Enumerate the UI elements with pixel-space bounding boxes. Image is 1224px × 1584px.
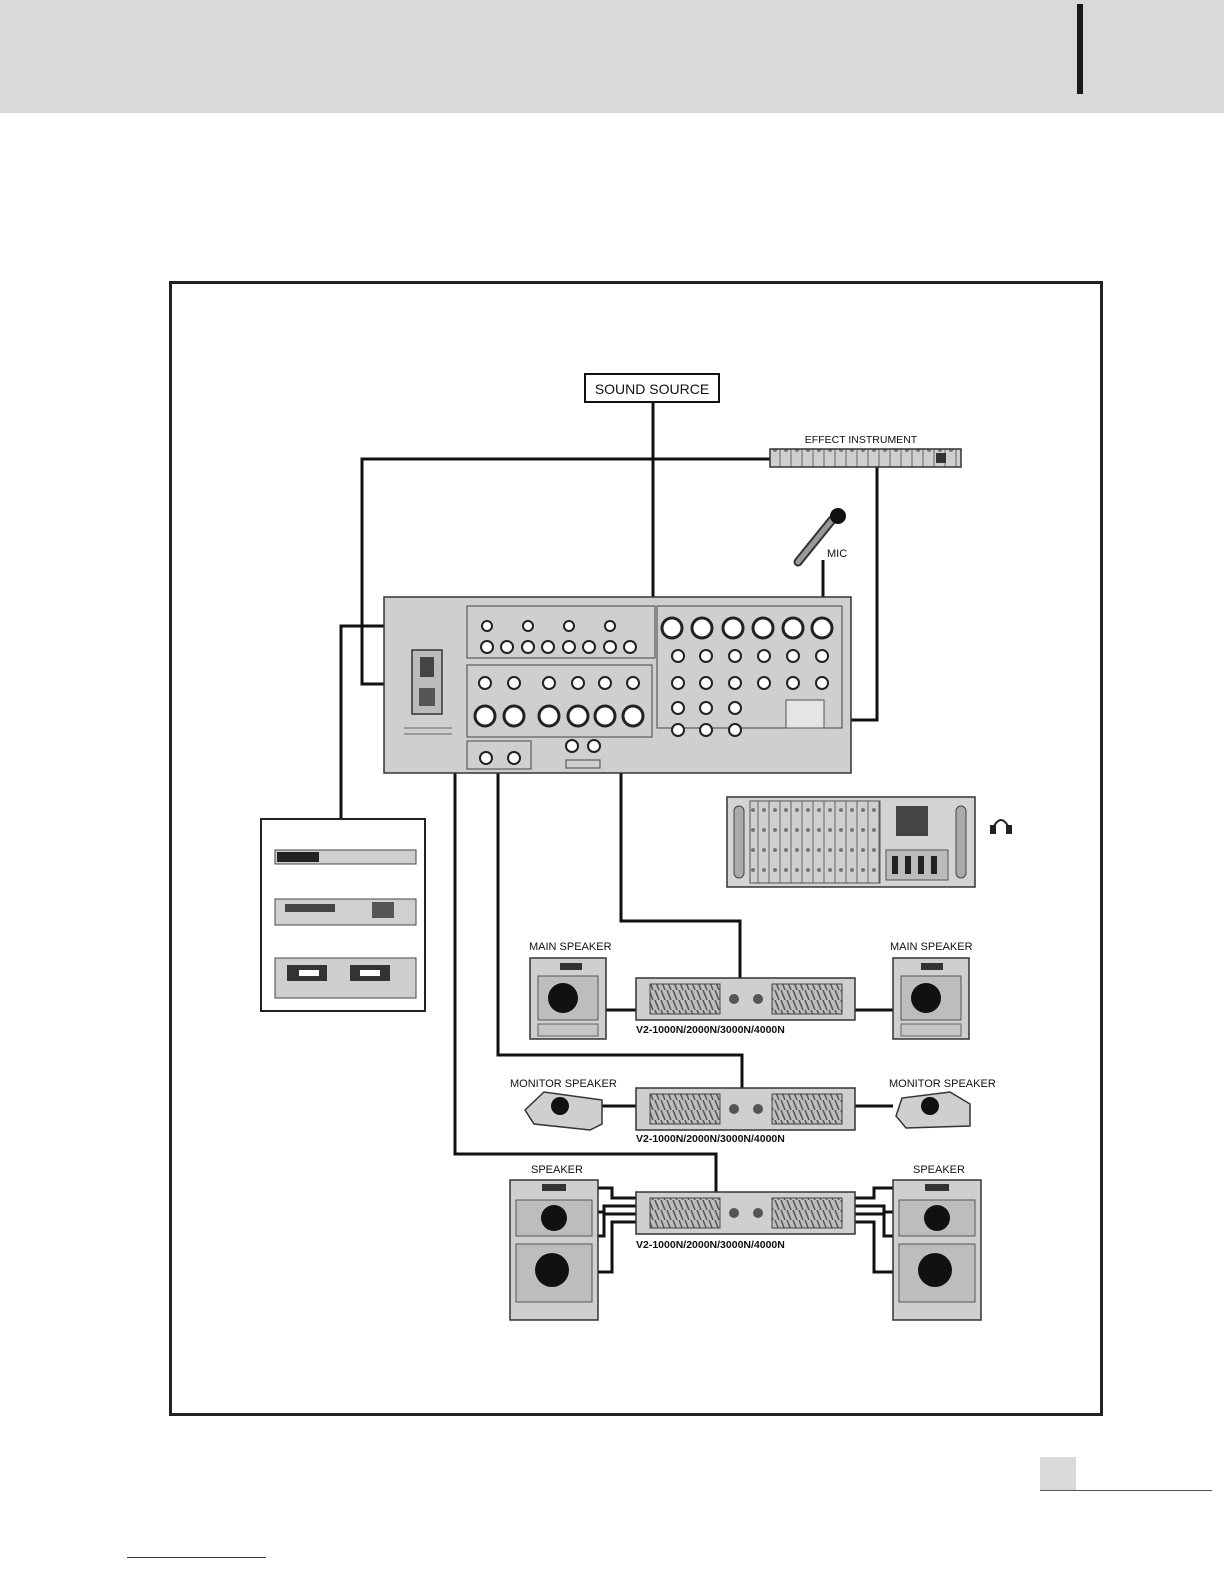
amplifier-icon	[636, 1088, 855, 1130]
source-devices-icon	[261, 819, 425, 1011]
monitor-speaker-right-label: MONITOR SPEAKER	[889, 1078, 996, 1090]
mixer-console-icon	[727, 797, 975, 887]
main-speaker-right-label: MAIN SPEAKER	[890, 941, 973, 953]
speaker-left-label: SPEAKER	[531, 1164, 583, 1176]
monitor-speaker-left-label: MONITOR SPEAKER	[510, 1078, 617, 1090]
speaker-icon	[525, 1092, 602, 1130]
speaker-icon	[893, 958, 969, 1039]
amplifier-icon	[636, 1192, 855, 1234]
wire-spk-left-a	[598, 1188, 636, 1198]
amp-model-2-label: V2-1000N/2000N/3000N/4000N	[636, 1133, 785, 1145]
wire-spk-right-a	[855, 1188, 893, 1198]
headphone-icon	[991, 820, 1011, 833]
sound-source-label: SOUND SOURCE	[595, 381, 709, 397]
speaker-icon	[530, 958, 606, 1039]
main-speaker-left-label: MAIN SPEAKER	[529, 941, 612, 953]
speaker-icon	[893, 1180, 981, 1320]
wire-spk-right-b	[855, 1206, 893, 1212]
amp-model-1-label: V2-1000N/2000N/3000N/4000N	[636, 1024, 785, 1036]
sound-source-box: SOUND SOURCE	[585, 374, 719, 402]
effect-instrument-label: EFFECT INSTRUMENT	[805, 434, 918, 446]
mixer-rear-panel-icon	[384, 597, 851, 773]
speaker-right-label: SPEAKER	[913, 1164, 965, 1176]
wire-spk-left-b	[598, 1206, 636, 1212]
amp-model-3-label: V2-1000N/2000N/3000N/4000N	[636, 1239, 785, 1251]
speaker-icon	[896, 1092, 970, 1128]
effect-rack-icon	[770, 449, 961, 467]
mic-label: MIC	[827, 548, 847, 560]
wire-spk-left-c	[598, 1214, 636, 1236]
wire-spk-right-d	[855, 1222, 893, 1272]
speaker-icon	[510, 1180, 598, 1320]
amplifier-icon	[636, 978, 855, 1020]
